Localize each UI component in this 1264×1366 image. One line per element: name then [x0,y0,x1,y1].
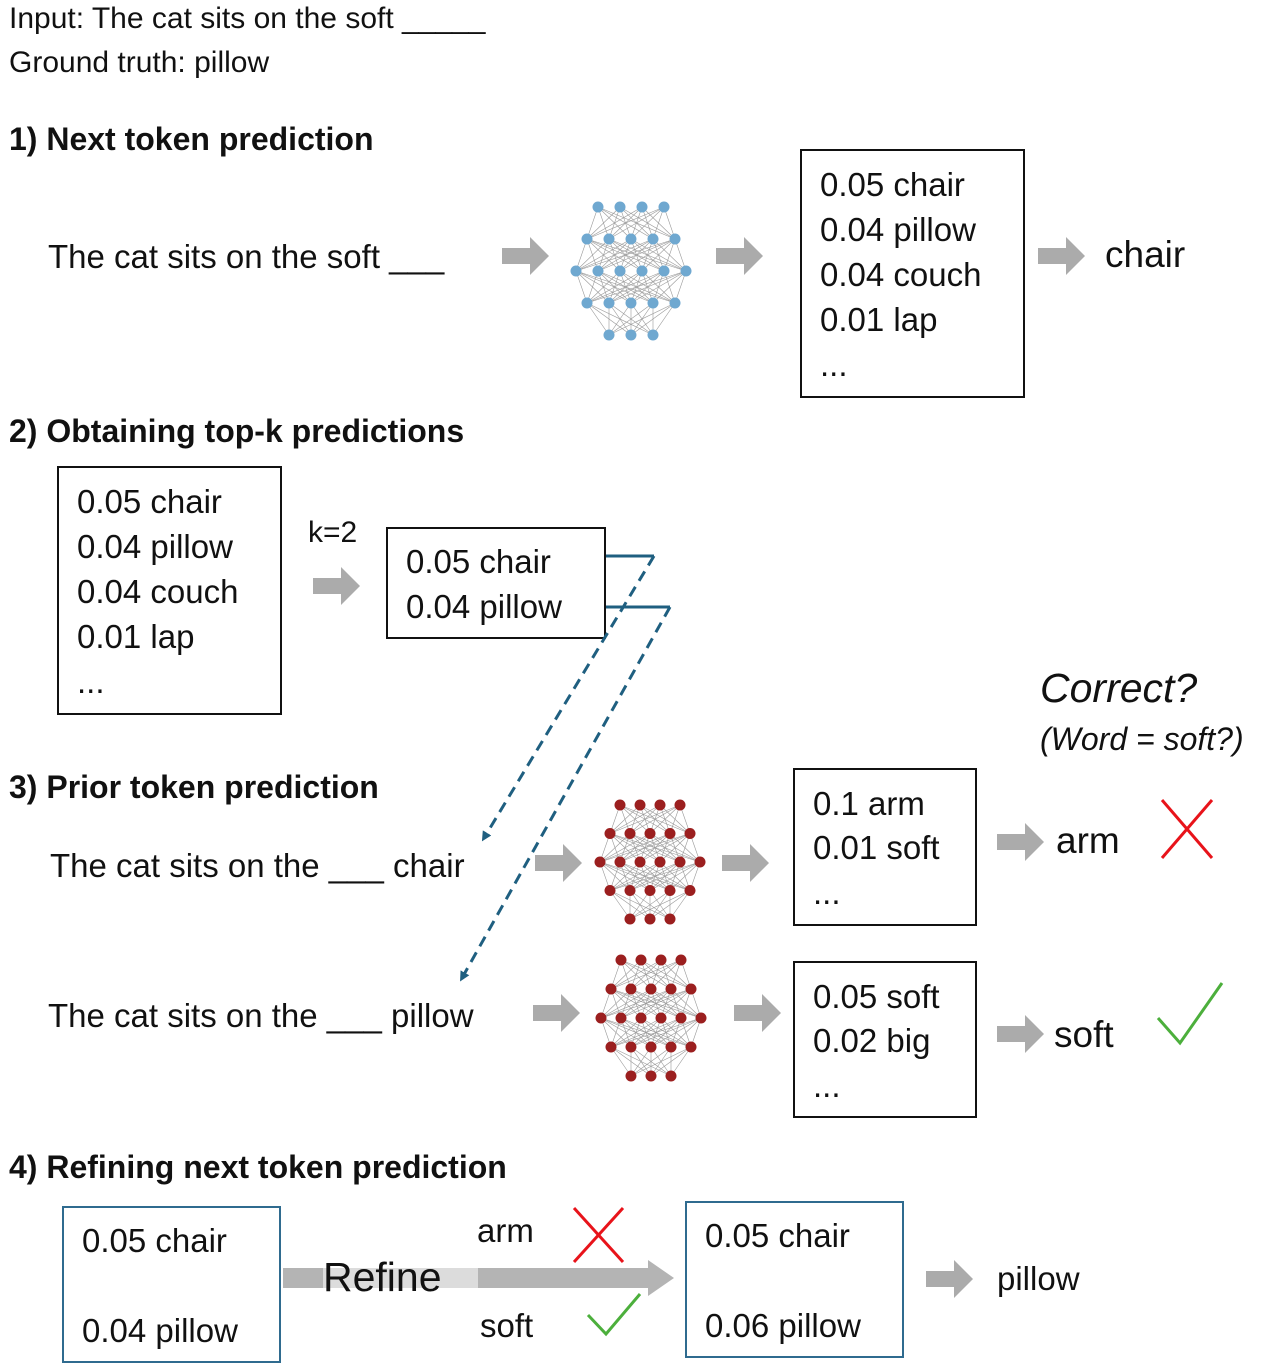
dist-item: 0.05 chair [77,483,222,520]
neural-network-icon [570,201,692,341]
right-arrow-icon [535,844,582,882]
before-item: 0.05 chair [82,1222,227,1259]
dist-item: ... [813,1067,841,1104]
cross-icon [572,1206,625,1264]
dist-item: 0.04 couch [77,573,239,610]
row1-distribution-box: 0.1 arm 0.01 soft ... [793,768,977,926]
dist-item: 0.02 big [813,1022,931,1059]
section1-distribution-box: 0.05 chair 0.04 pillow 0.04 couch 0.01 l… [800,149,1025,398]
row1-sentence: The cat sits on the ___ chair [50,847,465,884]
section1-sentence: The cat sits on the soft ___ [48,238,445,275]
topk-box: 0.05 chair 0.04 pillow [386,527,606,639]
after-item: 0.06 pillow [705,1307,861,1344]
dist-item: ... [820,346,848,383]
right-arrow-icon [722,844,769,882]
refine-label: Refine [323,1254,442,1300]
right-arrow-icon [648,1260,674,1296]
section4-output: pillow [997,1260,1080,1297]
dist-item: 0.01 soft [813,829,940,866]
right-arrow-icon [716,237,763,275]
after-box: 0.05 chair 0.06 pillow [685,1201,904,1358]
section2-distribution-box: 0.05 chair 0.04 pillow 0.04 couch 0.01 l… [57,466,282,715]
dist-item: ... [813,874,841,911]
topk-item: 0.05 chair [406,543,551,580]
dist-item: 0.04 pillow [77,528,233,565]
correct-sub: (Word = soft?) [1040,721,1244,757]
check-icon [1156,982,1224,1046]
before-box: 0.05 chair 0.04 pillow [62,1206,281,1363]
right-arrow-icon [533,994,580,1032]
section3-title: 3) Prior token prediction [9,769,379,805]
dist-item: 0.05 chair [820,166,965,203]
neural-network-icon [594,799,706,925]
dist-item: ... [77,663,105,700]
row2-distribution-box: 0.05 soft 0.02 big ... [793,961,977,1118]
topk-item: 0.04 pillow [406,588,562,625]
arm-label: arm [477,1212,534,1249]
after-item: 0.05 chair [705,1217,850,1254]
right-arrow-icon [926,1260,973,1298]
section4-title: 4) Refining next token prediction [9,1149,507,1185]
row2-sentence: The cat sits on the ___ pillow [48,997,474,1034]
right-arrow-icon [997,823,1044,861]
correct-label: Correct? [1040,665,1198,711]
right-arrow-icon [997,1015,1044,1053]
row1-output: arm [1056,820,1120,861]
check-icon [586,1293,642,1337]
cross-icon [1160,799,1214,859]
right-arrow-icon [313,567,360,605]
section1-title: 1) Next token prediction [9,121,374,157]
dist-item: 0.01 lap [820,301,938,338]
section1-output: chair [1105,234,1186,275]
dist-item: 0.04 couch [820,256,982,293]
dist-item: 0.1 arm [813,785,925,822]
dist-item: 0.04 pillow [820,211,976,248]
right-arrow-icon [502,237,549,275]
section2-title: 2) Obtaining top-k predictions [9,413,465,449]
neural-network-icon [595,954,707,1082]
ground-truth-line: Ground truth: pillow [9,46,270,79]
dist-item: 0.05 soft [813,978,940,1015]
row2-output: soft [1054,1014,1114,1055]
input-line: Input: The cat sits on the soft _____ [9,2,486,35]
dist-item: 0.01 lap [77,618,195,655]
k-label: k=2 [308,516,358,549]
before-item: 0.04 pillow [82,1312,238,1349]
soft-label: soft [480,1307,534,1344]
right-arrow-icon [734,994,781,1032]
right-arrow-icon [1038,237,1085,275]
